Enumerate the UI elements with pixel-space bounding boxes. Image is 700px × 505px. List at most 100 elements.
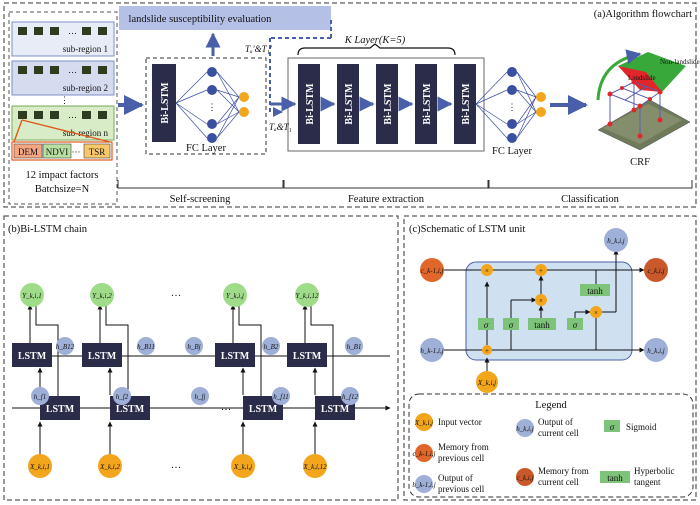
- svg-text:c_k-1,i,j: c_k-1,i,j: [421, 267, 444, 275]
- svg-text:⋮: ⋮: [508, 102, 517, 112]
- svg-text:+: +: [539, 267, 543, 275]
- svg-text:previous cell: previous cell: [438, 484, 485, 494]
- svg-text:Bi-LSTM: Bi-LSTM: [422, 83, 433, 125]
- sigmoid-gate-3: [567, 318, 583, 330]
- svg-text:…: …: [68, 26, 77, 36]
- stage-label-feature-extraction: Feature extraction: [348, 194, 425, 205]
- svg-text:Output of: Output of: [538, 417, 573, 427]
- svg-text:NDVI: NDVI: [46, 147, 69, 157]
- subregion-2-box: [11, 60, 115, 96]
- input-dataset-frame: [8, 11, 118, 205]
- svg-text:tanh: tanh: [534, 320, 550, 330]
- bilstm-layer-2: [337, 64, 359, 144]
- lstm-backward-4: [287, 343, 327, 367]
- legend-output-curr-swatch: [516, 419, 534, 437]
- k-layer-label: K Layer(K=5): [344, 35, 406, 46]
- impact-factors-label: 12 impact factors: [26, 170, 99, 181]
- legend: Legend X_k,i,j Input vector c_k-1,i,j Me…: [408, 393, 694, 498]
- svg-text:TSR: TSR: [89, 147, 106, 157]
- subregion-2-label: sub-region 2: [63, 83, 108, 93]
- lstm-label: LSTM: [18, 351, 47, 362]
- svg-text:⋮: ⋮: [60, 95, 69, 105]
- evaluation-label: landslide susceptibility evaluation: [129, 14, 273, 25]
- add-gate: [535, 264, 547, 276]
- h-forward-label: h_fj: [195, 393, 206, 401]
- h-forward-2: [113, 387, 131, 405]
- h-backward-label: h_B11: [137, 343, 155, 351]
- fc-layer-1-label: FC Layer: [186, 143, 226, 154]
- fc-layer-2: ⋮: [475, 67, 546, 143]
- lstm-label: LSTM: [249, 404, 278, 415]
- svg-text:σ: σ: [484, 320, 489, 330]
- map-label-landslide: Landslide: [628, 74, 656, 82]
- lstm-backward-2: [82, 343, 122, 367]
- map-label-nonlandslide: Non-landslide: [660, 58, 700, 66]
- h-output-node: [604, 228, 628, 252]
- h-backward-label: h_B1: [347, 343, 362, 351]
- h-forward-label: h_f2: [116, 393, 129, 401]
- input-multiply-gate: [535, 294, 547, 306]
- svg-text:h_k,i,j: h_k,i,j: [647, 347, 665, 355]
- svg-text:σ: σ: [610, 422, 615, 432]
- input-node-label: X_k,i,2: [99, 463, 120, 471]
- legend-input-swatch: [415, 413, 433, 431]
- h-backward-2: [137, 337, 155, 355]
- t-dashed-arrow-1: [269, 38, 283, 117]
- svg-text:⋮: ⋮: [208, 102, 217, 112]
- input-node-4: [303, 454, 327, 478]
- svg-text:h_k-1,i,j: h_k-1,i,j: [412, 481, 435, 489]
- input-dataset: … sub-region 1 … sub-region 2 ⋮ … sub-re…: [8, 11, 118, 205]
- legend-sigmoid-swatch: [604, 420, 620, 432]
- svg-text:Bi-LSTM: Bi-LSTM: [461, 83, 472, 125]
- svg-text:tanh: tanh: [607, 473, 623, 483]
- tanh-gate: [528, 318, 556, 330]
- svg-text:c_k,i,j: c_k,i,j: [647, 267, 664, 275]
- lstm-label: LSTM: [88, 351, 117, 362]
- h-forward-label: h_f12: [342, 393, 358, 401]
- output-node-label: Y_k,i,12: [296, 292, 319, 300]
- lstm-label: LSTM: [221, 351, 250, 362]
- output-node-label: Y_k,i,j: [226, 292, 244, 300]
- skip-link: [35, 305, 59, 408]
- h-prev-node: [420, 338, 444, 362]
- panel-a-caption: (a)Algorithm flowchart: [594, 9, 692, 20]
- lstm-label: LSTM: [293, 351, 322, 362]
- subregion-n-box: [11, 105, 115, 141]
- skip-link: [105, 305, 129, 408]
- input-node-2: [98, 454, 122, 478]
- output-node-1: [20, 283, 44, 307]
- legend-memory-curr-swatch: [516, 468, 534, 486]
- h-curr-node: [644, 338, 668, 362]
- input-node-1: [28, 454, 52, 478]
- chain-ellipsis: …: [171, 460, 182, 471]
- fc-layer-1: ⋮: [175, 67, 249, 143]
- svg-text:previous cell: previous cell: [438, 453, 485, 463]
- svg-text:+: +: [485, 347, 489, 355]
- h-forward-3: [191, 387, 209, 405]
- input-node-label: X_k,i,12: [302, 463, 327, 471]
- h-backward-5: [345, 337, 363, 355]
- output-node-2: [90, 283, 114, 307]
- svg-text:h_k,i,j: h_k,i,j: [607, 237, 625, 245]
- evaluation-box: [119, 6, 331, 30]
- sigmoid-gate-2: [503, 318, 519, 330]
- factor-ndvi: [42, 143, 72, 159]
- chain-ellipsis: …: [171, 288, 182, 299]
- factor-dem: [13, 143, 43, 159]
- svg-text:×: ×: [485, 267, 489, 275]
- stage-label-classification: Classification: [561, 194, 619, 205]
- svg-text:c_k-1,i,j: c_k-1,i,j: [413, 450, 436, 458]
- svg-text:Bi-LSTM: Bi-LSTM: [305, 83, 316, 125]
- panel-b-bilstm-chain: (b)Bi-LSTM chain LSTMLSTMY_k,i,1X_k,i,1L…: [3, 215, 399, 501]
- output-node-3: [223, 283, 247, 307]
- forget-multiply-gate: [481, 264, 493, 276]
- crf-map: Non-landslide Landslide: [596, 49, 700, 151]
- x-input-node: [476, 371, 498, 393]
- h-forward-4: [272, 387, 290, 405]
- skip-link: [310, 305, 334, 408]
- lstm-cell-body: [465, 261, 633, 361]
- bilstm-layer-4: [415, 64, 437, 144]
- h-backward-4: [262, 337, 280, 355]
- panel-c-caption: (c)Schematic of LSTM unit: [409, 224, 525, 235]
